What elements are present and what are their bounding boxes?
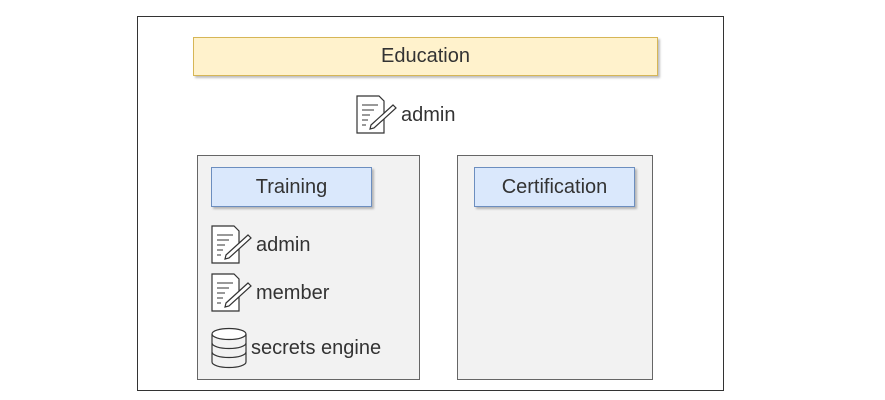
item-label: admin (256, 233, 311, 256)
training-title: Training (255, 175, 328, 198)
item-label: member (256, 281, 330, 304)
namespace-title-bar: Education (193, 37, 658, 76)
database-icon (210, 327, 248, 369)
policy-label: admin (401, 103, 456, 126)
training-secrets-engine: secrets engine (210, 327, 381, 369)
item-label: secrets engine (251, 336, 382, 359)
policy-document-icon (211, 273, 253, 313)
training-policy-member: member (211, 273, 329, 313)
training-title-box: Training (211, 167, 372, 207)
policy-document-icon (356, 95, 398, 135)
policy-document-icon (211, 225, 253, 265)
training-policy-admin: admin (211, 225, 310, 265)
namespace-title: Education (381, 45, 470, 67)
training-panel (197, 155, 420, 380)
certification-title: Certification (501, 175, 608, 198)
certification-title-box: Certification (474, 167, 635, 207)
policy-item-admin: admin (356, 95, 455, 135)
